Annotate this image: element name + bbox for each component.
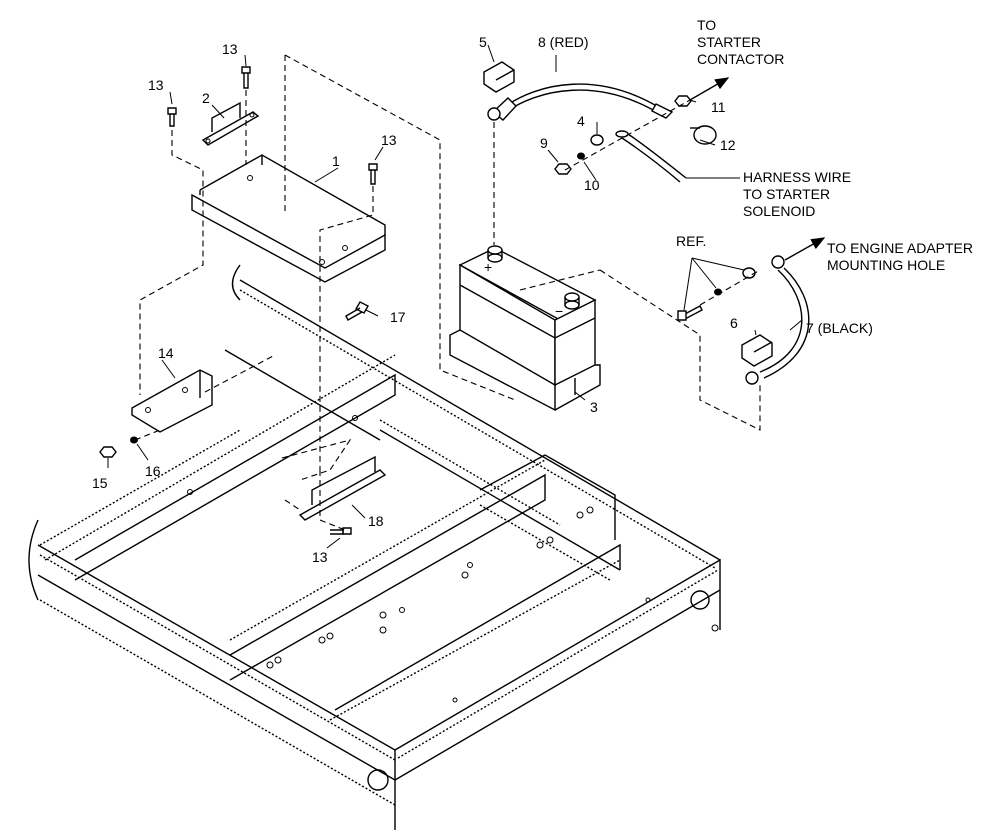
negative-terminal-mark: − (555, 303, 563, 319)
callout-17: 17 (390, 309, 406, 325)
callout-11: 11 (711, 99, 726, 115)
callout-labels: 1 2 3 4 5 6 7 (BLACK) 8 (RED) 9 10 11 12… (92, 34, 873, 565)
callout-10: 10 (584, 177, 600, 193)
callout-13-right: 13 (381, 132, 397, 148)
mounting-bracket-18 (298, 455, 387, 521)
hardware (99, 66, 756, 535)
callout-9: 9 (540, 135, 548, 151)
note-starter-line1: TO (697, 17, 716, 33)
callout-5: 5 (479, 34, 487, 50)
note-starter-line2: STARTER (697, 34, 761, 50)
note-starter-line3: CONTACTOR (697, 51, 784, 67)
note-engine-line1: TO ENGINE ADAPTER (827, 240, 973, 256)
connection-notes: TO STARTER CONTACTOR HARNESS WIRE TO STA… (676, 17, 973, 273)
positive-cable-red (487, 83, 674, 121)
callout-13-top-left: 13 (148, 77, 164, 93)
leader-lines (107, 44, 826, 549)
note-ref: REF. (676, 233, 706, 249)
callout-2: 2 (202, 90, 210, 106)
note-engine-line2: MOUNTING HOLE (827, 257, 945, 273)
boot-12 (690, 125, 717, 145)
negative-cable-black (745, 255, 810, 385)
harness-wire (615, 130, 687, 183)
callout-6: 6 (730, 315, 738, 331)
callout-15: 15 (92, 475, 108, 491)
battery: + − (449, 245, 601, 412)
mounting-bracket-14 (131, 369, 213, 433)
callout-13-top: 13 (222, 41, 238, 57)
assembly-centerlines (134, 54, 761, 531)
callout-13-bottom: 13 (312, 549, 328, 565)
positive-terminal-mark: + (484, 259, 492, 275)
battery-tray (191, 154, 386, 283)
note-harness-line3: SOLENOID (743, 203, 815, 219)
note-harness-line1: HARNESS WIRE (743, 169, 851, 185)
terminal-cover-6 (741, 334, 773, 367)
callout-7: 7 (BLACK) (806, 320, 873, 336)
terminal-cover-5 (483, 61, 515, 93)
callout-12: 12 (720, 137, 736, 153)
callout-14: 14 (158, 345, 174, 361)
callout-3: 3 (590, 399, 598, 415)
callout-16: 16 (145, 463, 161, 479)
note-harness-line2: TO STARTER (743, 186, 830, 202)
hold-down-clamp (201, 101, 260, 146)
callout-4: 4 (577, 113, 585, 129)
callout-8: 8 (RED) (538, 34, 589, 50)
callout-18: 18 (368, 513, 384, 529)
callout-1: 1 (332, 153, 340, 169)
generator-base-frame (28, 264, 721, 830)
